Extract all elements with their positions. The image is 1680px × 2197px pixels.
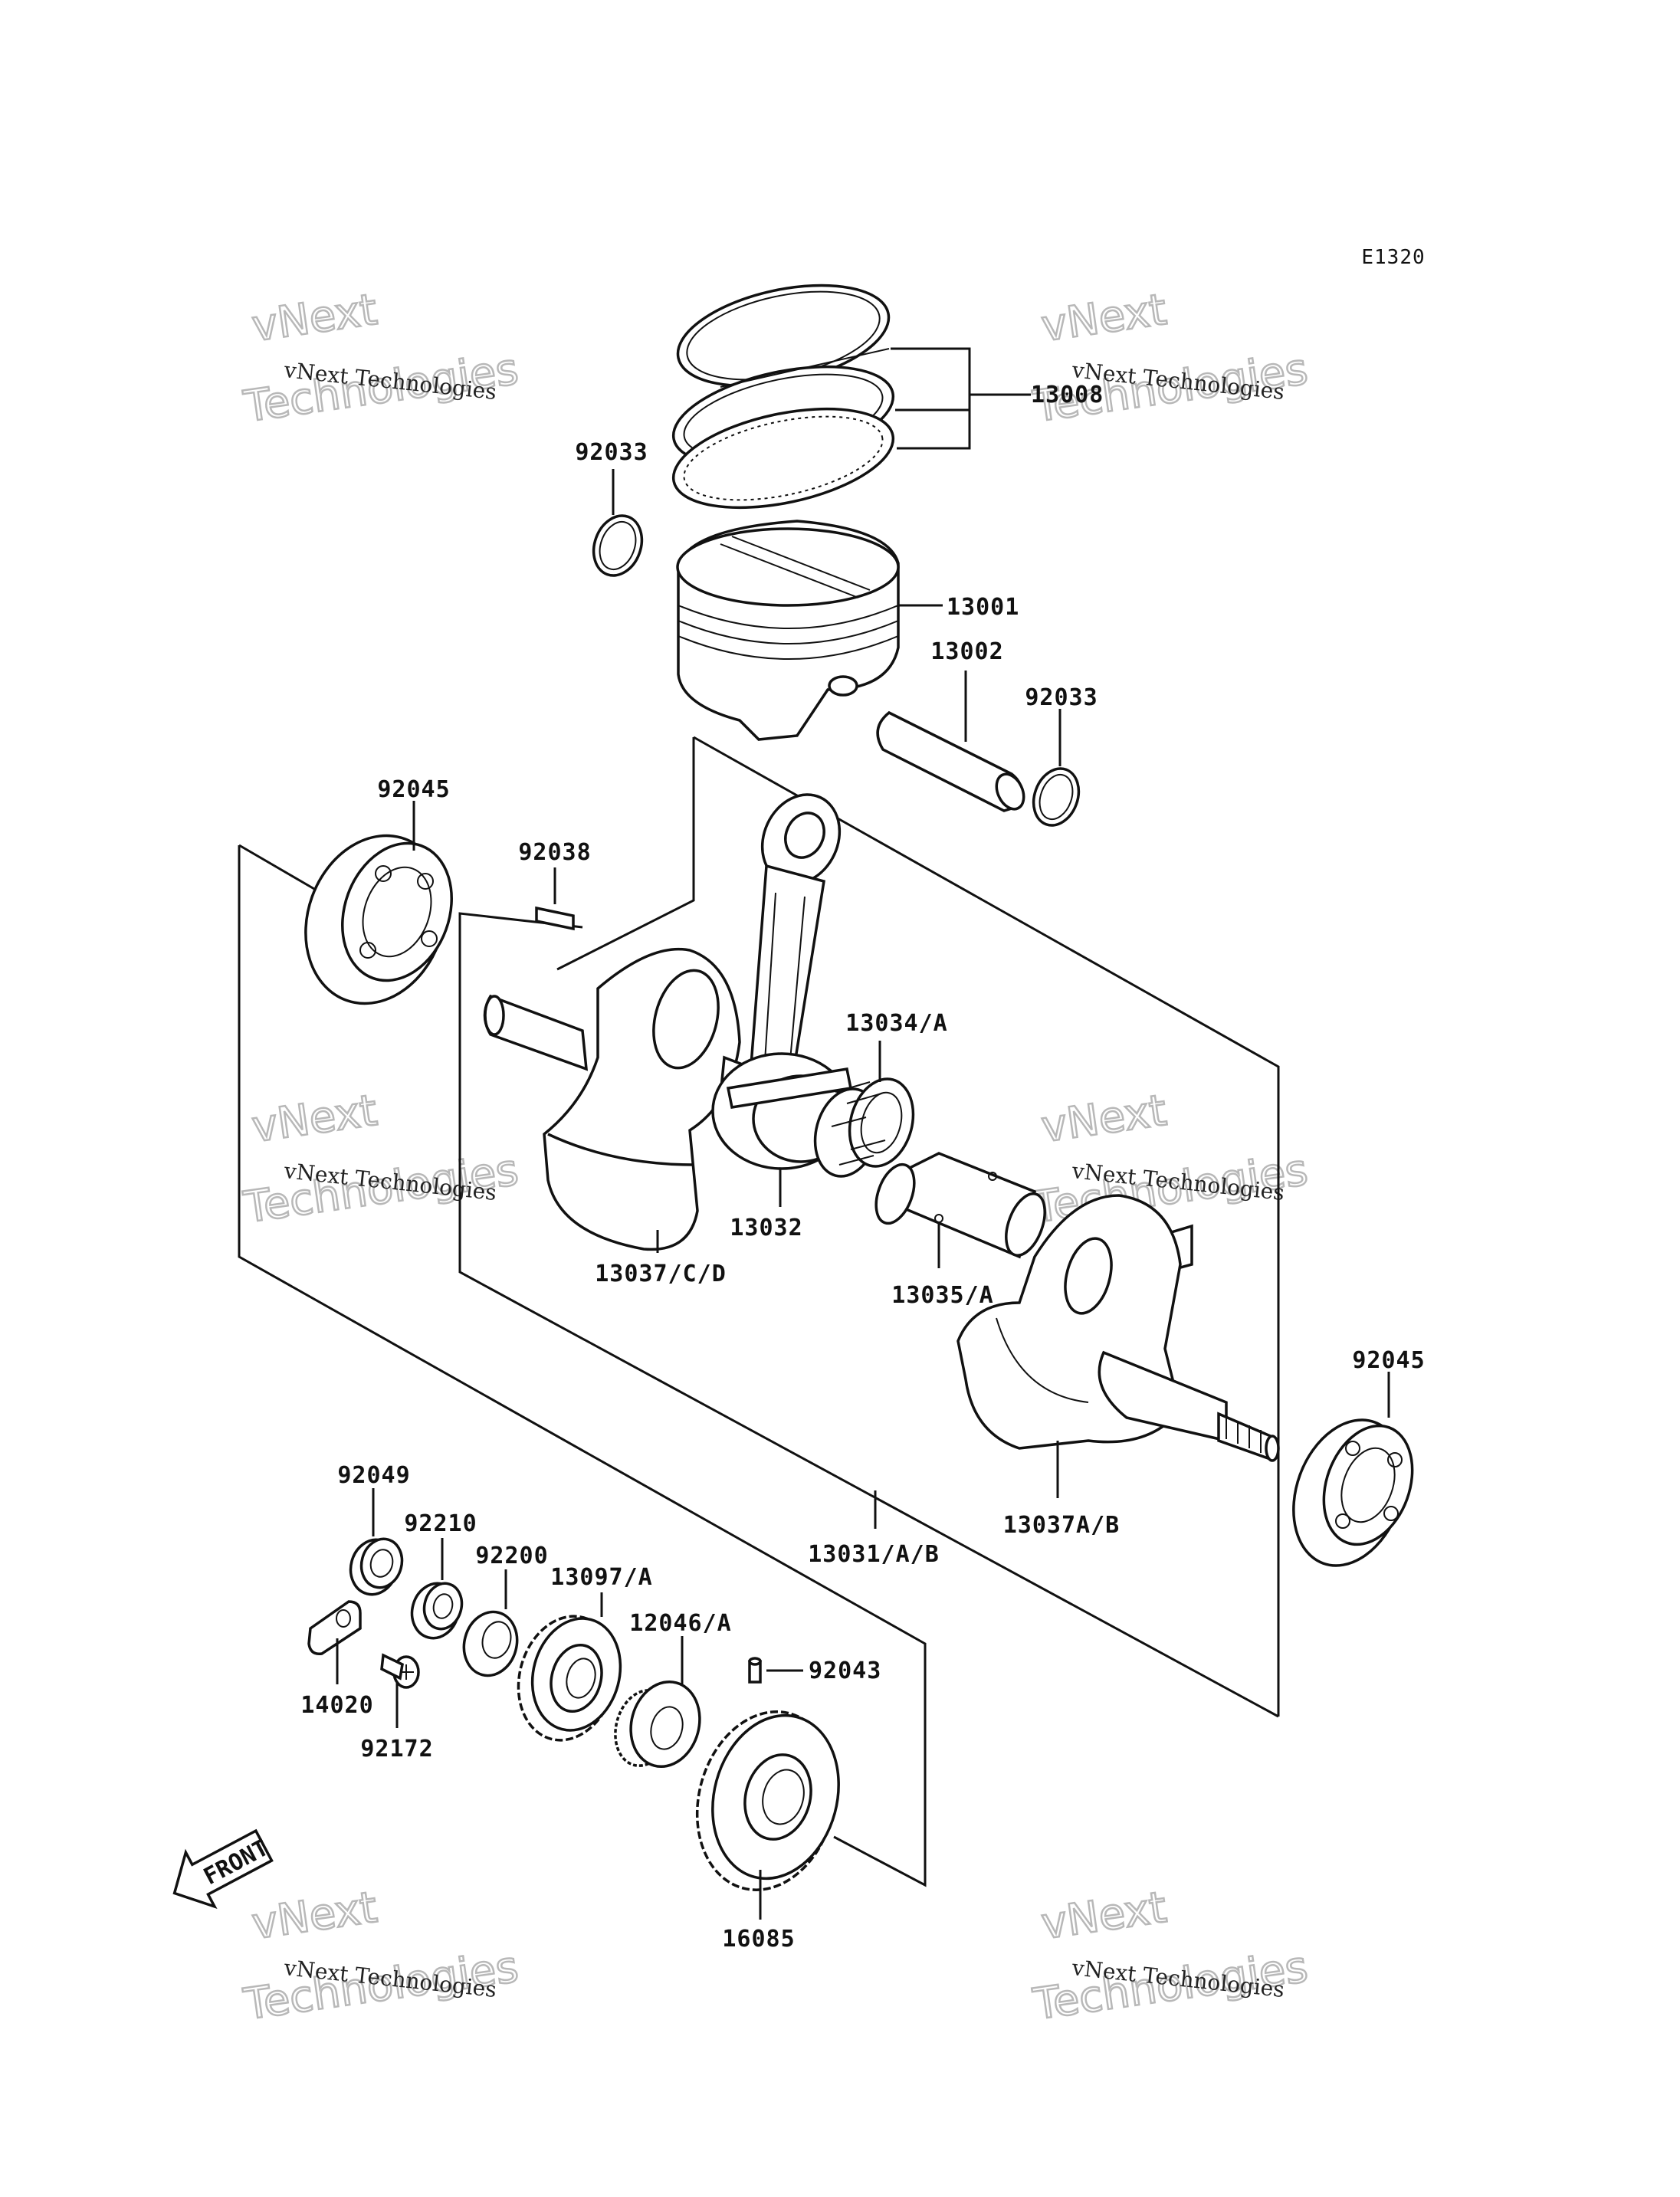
crankshaft-right-web — [956, 1194, 1280, 1498]
label-92043: 92043 — [809, 1658, 881, 1684]
label-13037cd: 13037/C/D — [595, 1261, 727, 1287]
lock-plate — [307, 1600, 362, 1684]
gear-icon-drive — [517, 1592, 622, 1742]
label-13031: 13031/A/B — [808, 1541, 940, 1568]
label-92210: 92210 — [404, 1510, 477, 1537]
label-13037ab: 13037A/B — [1003, 1512, 1121, 1539]
circlip-right — [1032, 709, 1081, 827]
label-14020: 14020 — [300, 1692, 373, 1719]
label-13002: 13002 — [930, 638, 1003, 665]
label-92049: 92049 — [337, 1462, 410, 1489]
label-13034: 13034/A — [845, 1010, 947, 1037]
ball-bearing-icon-right — [1292, 1372, 1414, 1567]
svg-text:vNext: vNext — [1039, 1086, 1170, 1153]
woodruff-key — [535, 867, 575, 931]
label-92038: 92038 — [518, 839, 591, 866]
label-92045-right: 92045 — [1352, 1347, 1425, 1374]
watermark-mid-right: vNext Technologies vNext Technologies — [1029, 1084, 1312, 1234]
svg-text:vNext: vNext — [249, 285, 380, 352]
watermark-bottom-left: vNext Technologies vNext Technologies — [240, 1881, 523, 2031]
label-92045-left: 92045 — [377, 776, 450, 803]
diagram-code: E1320 — [1361, 246, 1425, 269]
watermark-mid-left: vNext Technologies vNext Technologies — [240, 1084, 523, 1234]
needle-bearing — [813, 1041, 915, 1178]
piston-icon — [676, 520, 900, 741]
assembly-frame — [238, 736, 1280, 1887]
watermark-top-left: vNext Technologies vNext Technologies — [240, 284, 523, 433]
svg-text:vNext: vNext — [1039, 1883, 1170, 1949]
gear-bearing — [614, 1636, 701, 1769]
label-13001: 13001 — [947, 594, 1019, 621]
svg-text:vNext: vNext — [249, 1086, 380, 1153]
leader-13008 — [891, 347, 971, 450]
screw — [380, 1653, 420, 1728]
label-13032: 13032 — [730, 1215, 802, 1241]
ball-bearing-icon-left — [304, 801, 453, 1005]
label-92172: 92172 — [360, 1736, 433, 1763]
circlip-left — [592, 469, 644, 577]
svg-text:vNext: vNext — [249, 1883, 380, 1949]
label-13035: 13035/A — [891, 1282, 993, 1309]
washer — [462, 1569, 519, 1677]
svg-text:vNext: vNext — [1039, 285, 1170, 352]
watermark-bottom-right: vNext Technologies vNext Technologies — [1029, 1881, 1312, 2031]
label-13097: 13097/A — [550, 1564, 652, 1591]
watermark-top-right: vNext Technologies vNext Technologies — [1029, 284, 1312, 433]
label-16085: 16085 — [722, 1926, 795, 1953]
piston-ring-set — [671, 284, 895, 510]
label-13008: 13008 — [1031, 382, 1104, 408]
label-12046: 12046/A — [629, 1610, 731, 1637]
gear-icon-balancer — [695, 1710, 840, 1920]
crank-pin — [874, 1152, 1046, 1268]
label-92033-left: 92033 — [575, 439, 648, 466]
piston-pin — [876, 671, 1025, 812]
label-92200: 92200 — [475, 1543, 548, 1569]
oil-seal — [349, 1488, 404, 1596]
label-92033-right: 92033 — [1025, 684, 1098, 711]
dowel-pin — [748, 1657, 803, 1684]
nut — [410, 1538, 464, 1640]
